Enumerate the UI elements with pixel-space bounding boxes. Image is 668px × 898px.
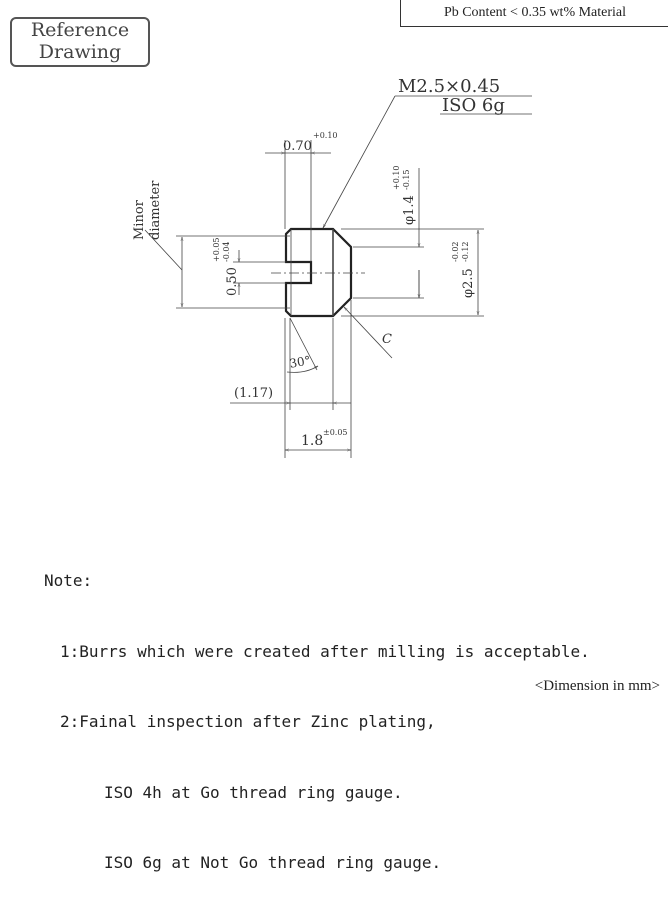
reference-label-line1: Reference xyxy=(30,19,130,41)
svg-text:-0.15: -0.15 xyxy=(402,169,411,190)
chamfer-label: C xyxy=(382,332,392,347)
thread-leader xyxy=(322,95,396,229)
minor-diameter-label: Minor xyxy=(132,199,147,240)
material-note: Pb Content < 0.35 wt% Material xyxy=(400,0,668,27)
slot-width-tol: +0.10 xyxy=(313,131,338,140)
small-diameter-dim: φ1.4 xyxy=(402,195,417,225)
note-1: 1:Burrs which were created after milling… xyxy=(60,641,590,661)
major-diameter-dim: φ2.5 xyxy=(461,268,476,298)
svg-text:-0.04: -0.04 xyxy=(222,241,231,262)
reference-drawing-box: Reference Drawing xyxy=(10,17,150,67)
notes-title: Note: xyxy=(44,571,93,590)
length-dim: 1.8 xyxy=(301,433,323,449)
note-2: 2:Fainal inspection after Zinc plating, xyxy=(60,712,436,731)
thread-tolerance: ISO 6g xyxy=(442,95,505,116)
slot-width-dim: 0.70 xyxy=(283,139,312,154)
thread-spec: M2.5×0.45 xyxy=(398,76,500,97)
length-tol: ±0.05 xyxy=(323,428,348,437)
unit-note: <Dimension in mm> xyxy=(534,678,660,694)
svg-text:diameter: diameter xyxy=(148,180,163,240)
svg-text:+0.10: +0.10 xyxy=(392,165,401,190)
notes-block: Note: 1:Burrs which were created after m… xyxy=(44,522,590,898)
note-2a: ISO 4h at Go thread ring gauge. xyxy=(104,782,403,802)
slot-depth-dim: 0.50 xyxy=(225,267,240,296)
svg-text:+0.05: +0.05 xyxy=(212,237,221,262)
svg-text:-0.12: -0.12 xyxy=(461,241,470,262)
angle-label: 30° xyxy=(288,353,311,370)
ref-length-dim: (1.17) xyxy=(234,386,273,401)
part-outline xyxy=(284,227,353,318)
svg-text:-0.02: -0.02 xyxy=(451,241,460,262)
reference-label-line2: Drawing xyxy=(38,41,122,63)
part-drawing: M2.5×0.45 ISO 6g 0.70 +0.10 Minor diamet… xyxy=(132,76,532,458)
svg-text:Minor: Minor xyxy=(132,199,147,240)
note-2b: ISO 6g at Not Go thread ring gauge. xyxy=(104,853,442,872)
